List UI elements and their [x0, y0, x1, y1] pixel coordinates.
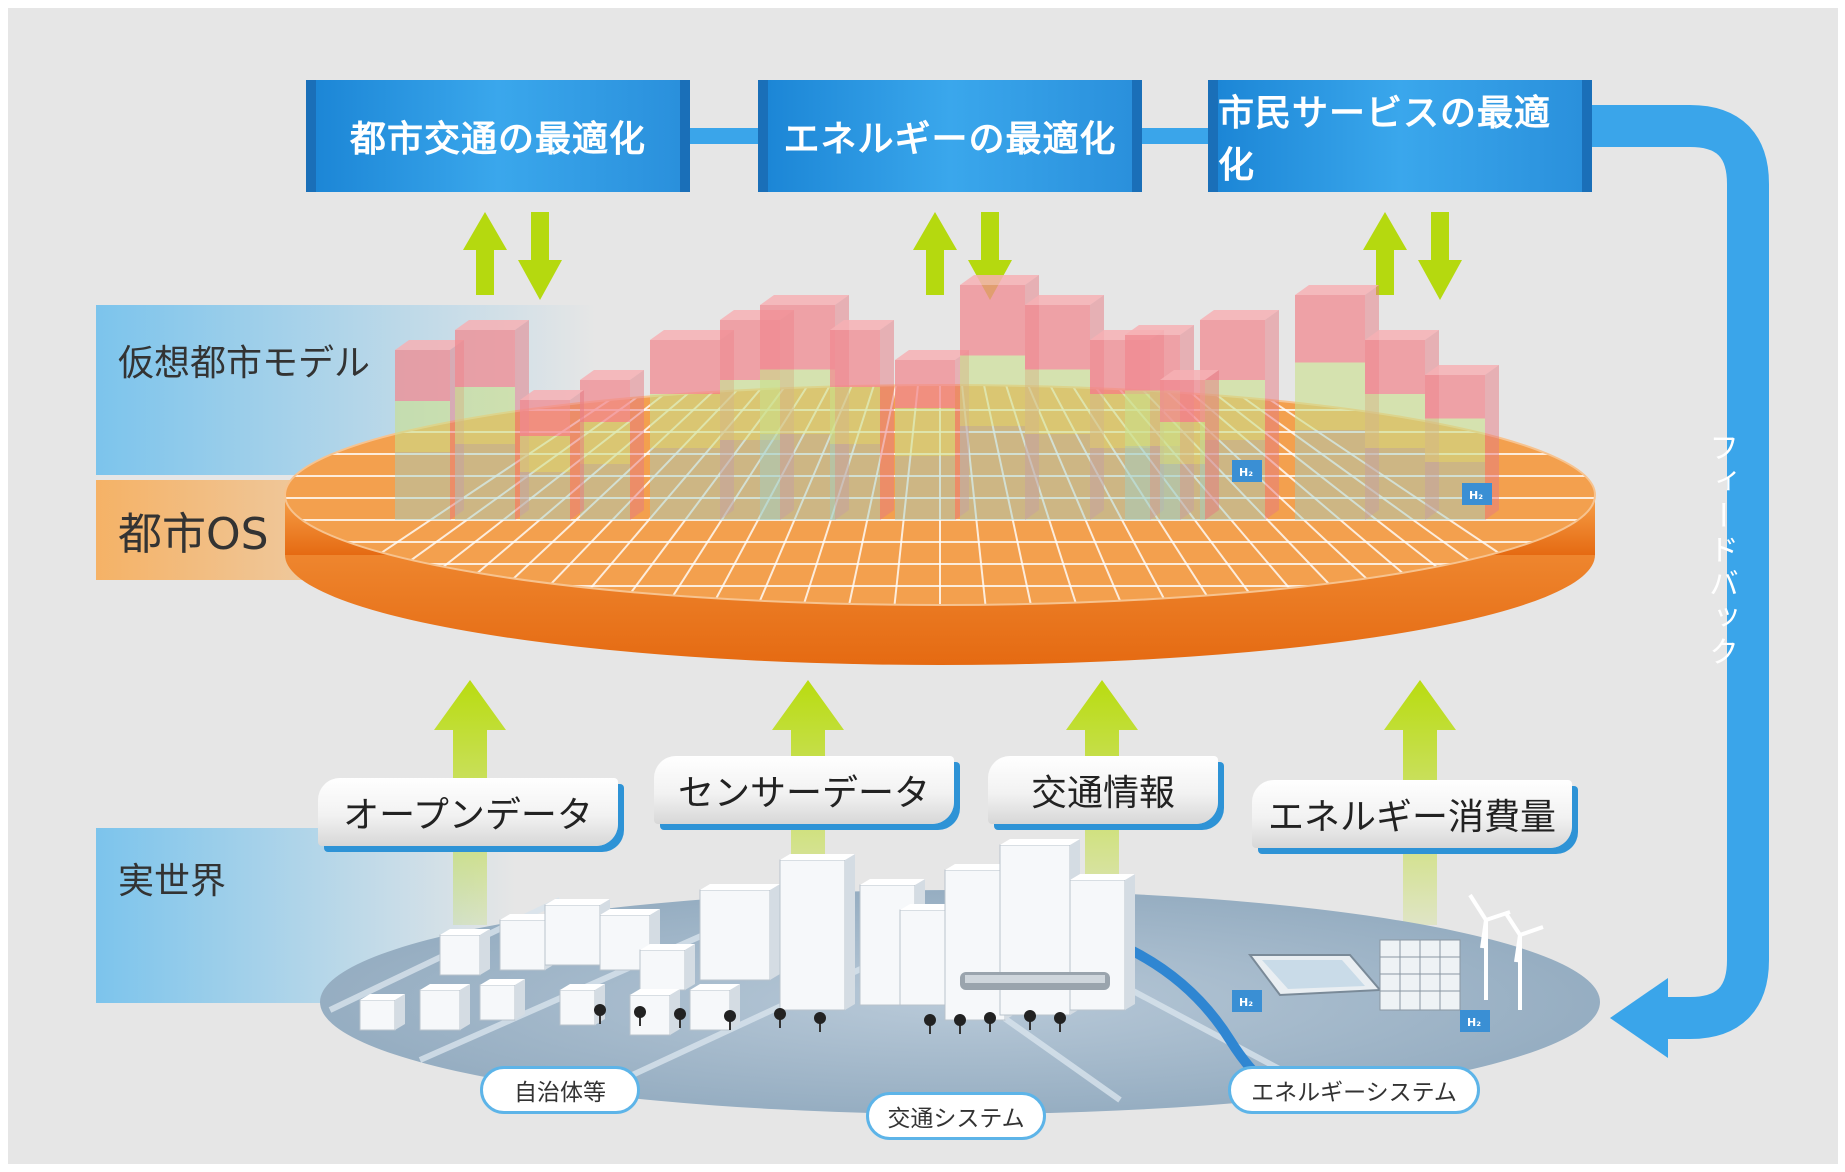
solar-panels-icon	[1379, 939, 1461, 1011]
virtual-city-model-text: 仮想都市モデル	[118, 343, 371, 384]
svg-text:H₂: H₂	[1469, 489, 1483, 502]
energy-consumption-label: エネルギー消費量	[1267, 797, 1556, 838]
tree-icon	[1024, 1010, 1036, 1030]
tree-icon	[814, 1012, 826, 1032]
virtual-building	[895, 350, 969, 520]
energy-optimization-label: エネルギーの最適化	[783, 119, 1117, 160]
tree-icon	[724, 1010, 736, 1030]
virtual-building	[830, 320, 894, 520]
tree-icon	[634, 1006, 646, 1026]
traffic-info-tag: 交通情報	[988, 756, 1218, 824]
feedback-label: フィードバック	[1703, 432, 1738, 670]
hydrogen-tank-icon: H₂	[1460, 1010, 1490, 1032]
energy-system-pill: エネルギーシステム	[1228, 1066, 1480, 1114]
optimization-connectors	[688, 128, 1212, 144]
virtual-building	[960, 275, 1039, 520]
monorail-icon	[960, 972, 1110, 990]
energy-consumption-tag: エネルギー消費量	[1252, 780, 1572, 848]
municipality-pill: 自治体等	[480, 1066, 640, 1114]
up-arrow-icon	[1363, 212, 1407, 295]
energy-system-label: エネルギーシステム	[1251, 1080, 1457, 1106]
traffic-optimization-box: 都市交通の最適化	[306, 80, 690, 192]
hydrogen-tank-icon: H₂	[1462, 483, 1492, 505]
hydrogen-tank-icon: H₂	[1232, 460, 1262, 482]
municipality-label: 自治体等	[514, 1080, 606, 1106]
tree-icon	[674, 1008, 686, 1028]
virtual-building	[1025, 295, 1104, 520]
virtual-building	[395, 340, 464, 520]
water-facility-icon	[1248, 954, 1383, 997]
feedback-arrow	[1590, 105, 1769, 1058]
real-building	[479, 979, 525, 1021]
virtual-building	[455, 320, 529, 520]
traffic-optimization-label: 都市交通の最適化	[349, 119, 646, 160]
sensor-data-label: センサーデータ	[677, 773, 930, 814]
real-building	[689, 984, 740, 1031]
virtual-city-model-label: 仮想都市モデル	[96, 305, 396, 415]
traffic-info-label: 交通情報	[1030, 773, 1175, 814]
tree-icon	[594, 1004, 606, 1024]
svg-text:H₂: H₂	[1239, 996, 1253, 1009]
svg-text:H₂: H₂	[1239, 466, 1253, 479]
city-os-label: 都市OS	[96, 480, 396, 580]
down-arrow-icon	[518, 212, 562, 300]
hydrogen-tank-icon: H₂	[1232, 990, 1262, 1012]
real-world-label: 実世界	[96, 828, 396, 928]
real-building	[639, 944, 695, 991]
real-building	[439, 929, 490, 976]
citizen-service-optimization-box: 市民サービスの最適化	[1208, 80, 1592, 192]
wind-turbine-icon	[1468, 893, 1544, 1010]
tree-icon	[984, 1012, 996, 1032]
down-arrow-icon	[1418, 212, 1462, 300]
svg-text:H₂: H₂	[1467, 1016, 1481, 1029]
tree-icon	[924, 1014, 936, 1034]
city-os-text: 都市OS	[118, 509, 269, 560]
real-building	[419, 984, 470, 1031]
open-data-tag: オープンデータ	[318, 778, 618, 846]
real-world-text: 実世界	[118, 861, 227, 902]
virtual-building	[1160, 370, 1219, 520]
real-building	[779, 854, 855, 1011]
real-building	[944, 864, 1015, 1021]
tree-icon	[1054, 1012, 1066, 1032]
transport-system-pill: 交通システム	[866, 1092, 1046, 1140]
virtual-city-buildings	[395, 275, 1499, 520]
tree-icon	[774, 1008, 786, 1028]
up-arrow-icon	[463, 212, 507, 295]
open-data-label: オープンデータ	[343, 795, 593, 836]
virtual-building	[520, 390, 584, 520]
up-arrow-icon	[913, 212, 957, 295]
transport-system-label: 交通システム	[887, 1106, 1025, 1132]
real-building	[359, 994, 405, 1031]
virtual-building	[580, 370, 644, 520]
virtual-building	[1425, 365, 1499, 520]
real-world-disc: H₂ H₂	[320, 839, 1600, 1114]
energy-optimization-box: エネルギーの最適化	[758, 80, 1142, 192]
real-building	[699, 884, 780, 981]
tree-icon	[954, 1014, 966, 1034]
citizen-service-optimization-label: 市民サービスの最適化	[1218, 93, 1552, 186]
sensor-data-tag: センサーデータ	[654, 756, 954, 824]
